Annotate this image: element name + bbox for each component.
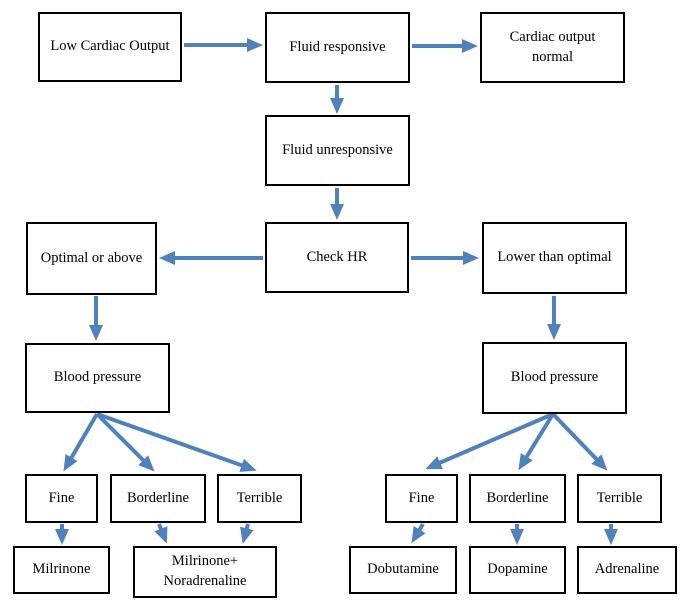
node-check-hr: Check HR <box>265 222 409 293</box>
arrow-bp-right-to-borderline <box>518 412 555 471</box>
node-dobutamine: Dobutamine <box>349 546 457 594</box>
node-milrinone: Milrinone <box>13 546 110 594</box>
arrow-bp-left-to-borderline <box>95 412 155 472</box>
node-borderline-right: Borderline <box>469 474 566 523</box>
arrow-borderline-left-to-milrinone-noradrenaline <box>154 523 168 544</box>
node-cardiac-output-normal: Cardiac output normal <box>480 12 625 83</box>
node-blood-pressure-left: Blood pressure <box>25 343 170 413</box>
node-adrenaline: Adrenaline <box>577 546 677 594</box>
node-blood-pressure-right: Blood pressure <box>482 342 627 414</box>
node-low-cardiac-output: Low Cardiac Output <box>38 12 182 82</box>
node-fine-left: Fine <box>25 474 98 523</box>
arrow-bp-left-to-terrible <box>96 412 257 472</box>
node-borderline-left: Borderline <box>110 474 206 523</box>
node-fluid-responsive: Fluid responsive <box>265 12 410 83</box>
arrow-bp-right-to-terrible <box>551 412 608 471</box>
arrow-bp-left-to-fine <box>63 412 99 472</box>
arrow-terrible-left-to-milrinone-noradrenaline <box>240 523 254 544</box>
node-milrinone-noradrenaline: Milrinone+ Noradrenaline <box>133 546 277 598</box>
arrow-bp-right-to-fine <box>425 412 554 470</box>
node-terrible-right: Terrible <box>577 474 662 523</box>
node-dopamine: Dopamine <box>469 546 566 594</box>
node-lower-than-optimal: Lower than optimal <box>482 222 627 294</box>
node-fine-right: Fine <box>385 474 458 523</box>
node-optimal-or-above: Optimal or above <box>26 222 157 295</box>
node-fluid-unresponsive: Fluid unresponsive <box>265 115 410 186</box>
arrow-fine-right-to-dobutamine <box>411 522 426 544</box>
node-terrible-left: Terrible <box>217 474 302 523</box>
